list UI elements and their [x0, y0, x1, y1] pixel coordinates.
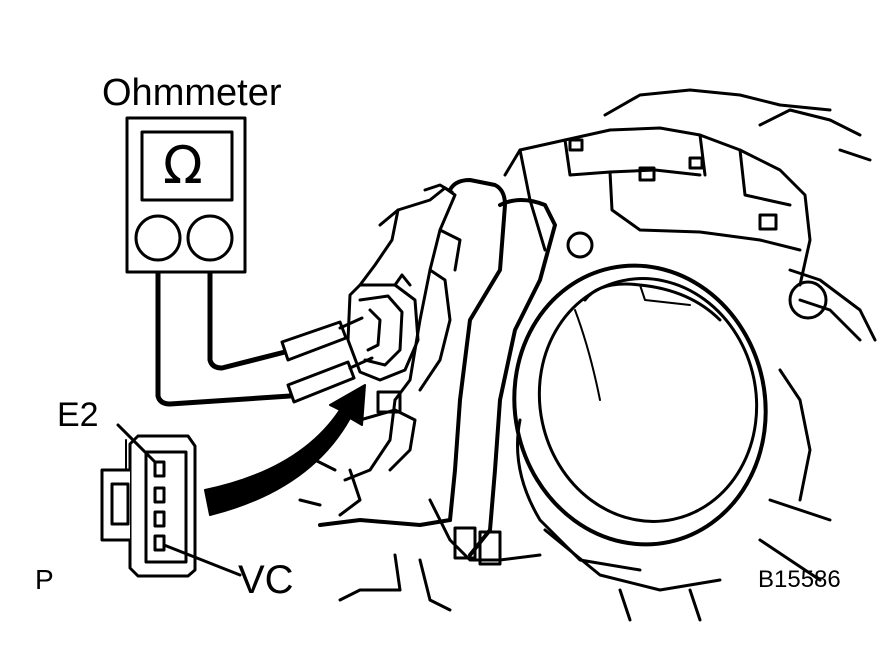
sensor-connector: [346, 273, 420, 382]
connector-inset: [100, 434, 197, 578]
test-leads: [155, 269, 374, 407]
bypass-tube: [318, 178, 557, 557]
figure-code: B15586: [758, 566, 841, 593]
leader-lines: [116, 423, 242, 577]
corner-mark: P: [35, 564, 54, 595]
pointer-arrow: [204, 384, 366, 516]
throttle-body: [338, 88, 877, 622]
ohmmeter-label: Ohmmeter: [102, 72, 282, 114]
ohmmeter: [125, 116, 247, 274]
sensor-housing: [298, 183, 462, 517]
ohm-symbol: Ω: [163, 136, 203, 196]
terminal-vc-label: VC: [238, 558, 294, 602]
terminal-e2-label: E2: [57, 396, 99, 434]
